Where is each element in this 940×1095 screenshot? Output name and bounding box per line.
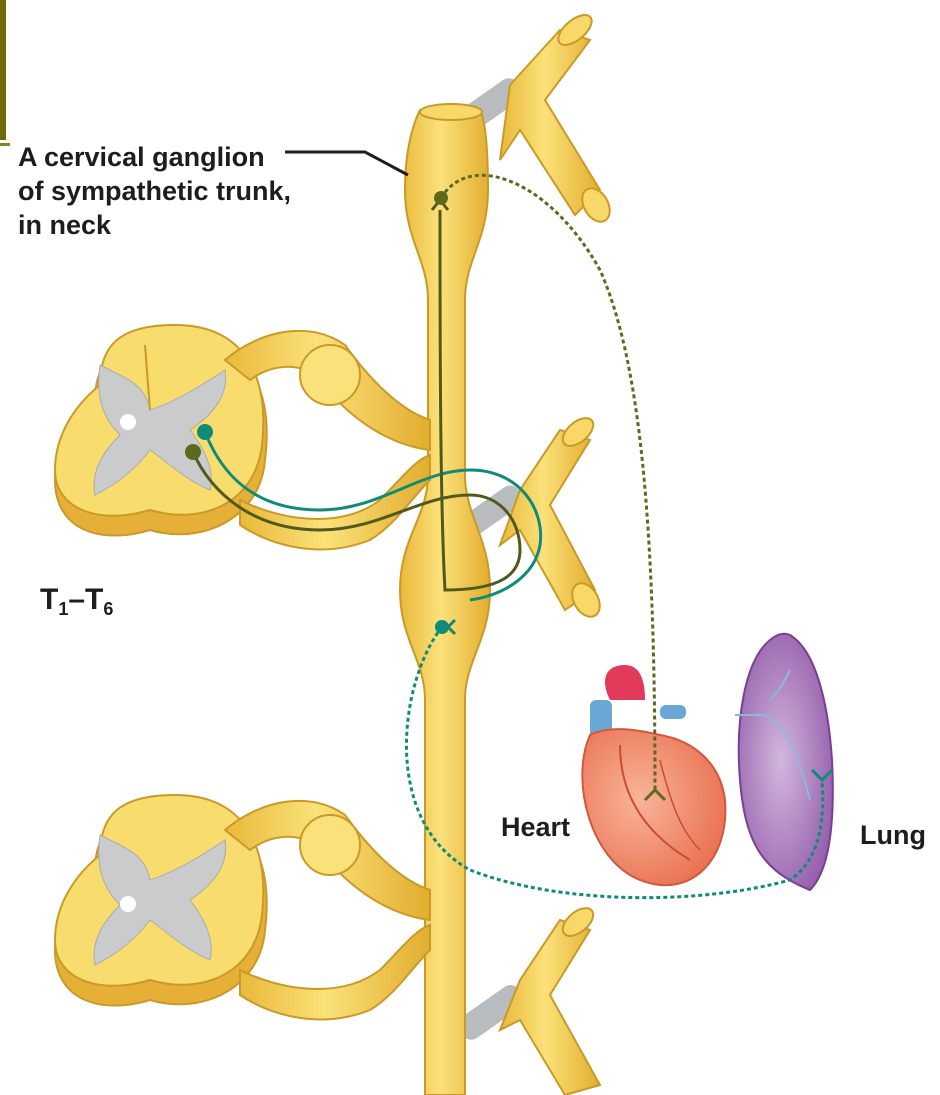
lung-illustration (735, 634, 833, 890)
spinal-nerve-upper (500, 9, 615, 226)
spinal-nerve-middle (500, 413, 605, 622)
ganglion-leader-line (285, 152, 408, 175)
spinal-level-label: T1–T6 (40, 583, 113, 620)
spinal-nerve-lower (500, 903, 600, 1095)
heart-label: Heart (501, 812, 570, 843)
spinal-cord-lower (55, 795, 430, 1019)
cervical-ganglion-label: A cervical ganglion of sympathetic trunk… (18, 140, 291, 242)
lung-label: Lung (860, 820, 926, 851)
spinal-cord-upper (55, 325, 430, 549)
